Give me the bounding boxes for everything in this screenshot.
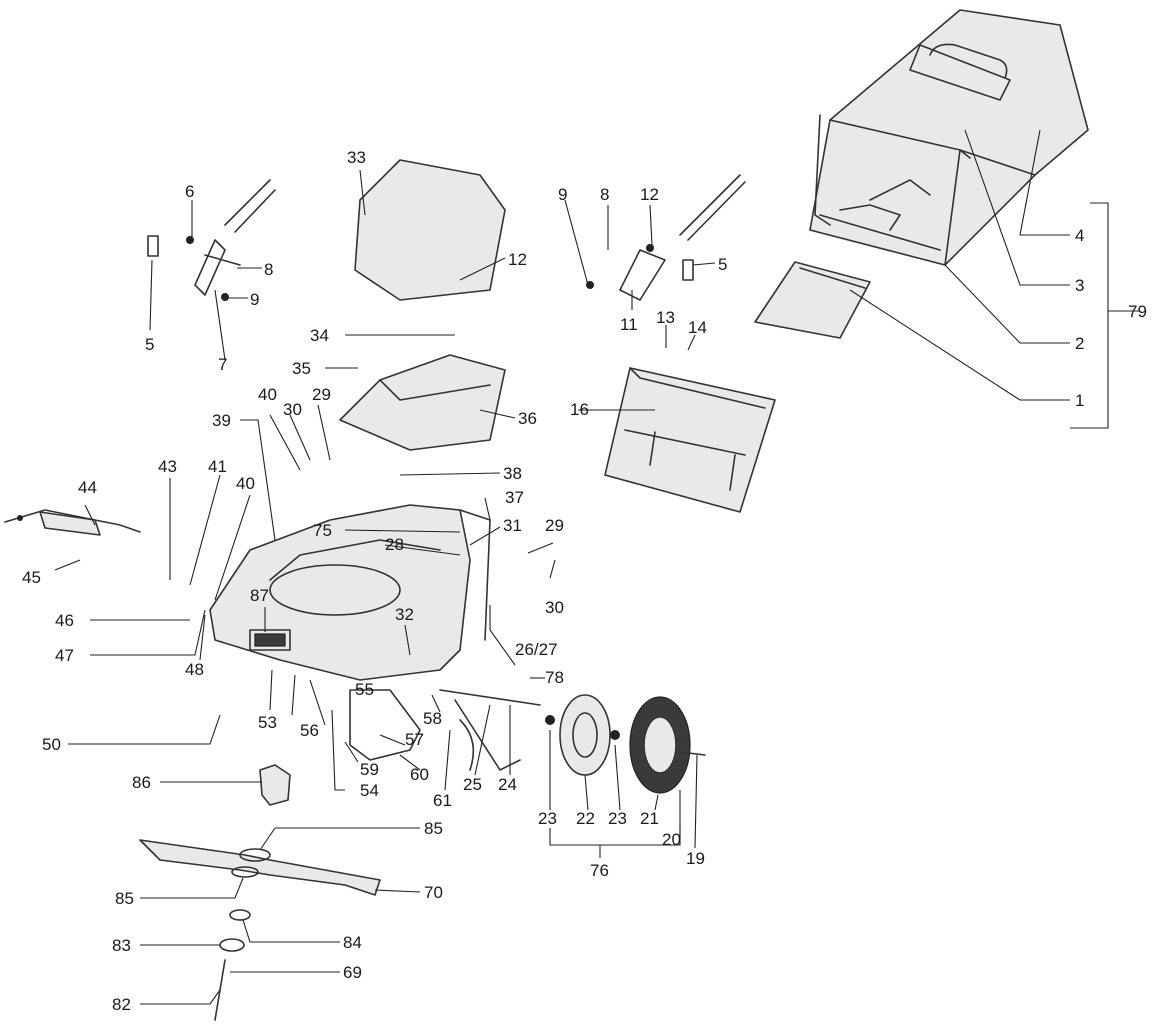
front-axle [4, 509, 141, 536]
leader-lines [54, 129, 1140, 1005]
callout-29b: 29 [545, 516, 564, 535]
callout-31: 31 [503, 516, 522, 535]
callout-38: 38 [503, 464, 522, 483]
callout-20: 20 [662, 830, 681, 849]
callout-13: 13 [656, 308, 675, 327]
callout-55: 55 [355, 680, 374, 699]
callout-50: 50 [42, 735, 61, 754]
callout-41: 41 [208, 457, 227, 476]
callout-16: 16 [570, 400, 589, 419]
callout-11: 11 [620, 315, 638, 334]
callout-85a: 85 [424, 819, 443, 838]
callout-37: 37 [505, 488, 524, 507]
callout-61: 61 [433, 791, 452, 810]
left-handle-bracket [147, 179, 276, 301]
callout-40a: 40 [258, 385, 277, 404]
mower-blade-icon [139, 764, 381, 1021]
callout-23b: 23 [608, 809, 627, 828]
callout-5b: 5 [718, 255, 727, 274]
callout-23a: 23 [538, 809, 557, 828]
callout-12a: 12 [508, 250, 527, 269]
callout-34: 34 [310, 326, 329, 345]
callout-84: 84 [343, 933, 362, 952]
callout-32: 32 [395, 605, 414, 624]
callout-53: 53 [258, 713, 277, 732]
callout-58: 58 [423, 709, 442, 728]
callout-82: 82 [112, 995, 131, 1014]
callout-29a: 29 [312, 385, 331, 404]
bag-group-bracket [1070, 202, 1109, 429]
callout-48: 48 [185, 660, 204, 679]
callout-14: 14 [688, 318, 707, 337]
callout-69: 69 [343, 963, 362, 982]
callout-3: 3 [1075, 276, 1084, 295]
rear-flap-frame [604, 367, 776, 513]
callout-43: 43 [158, 457, 177, 476]
callout-45: 45 [22, 568, 41, 587]
bag-frame [754, 261, 871, 339]
callout-1: 1 [1075, 391, 1084, 410]
callout-9b: 9 [558, 185, 567, 204]
callout-28: 28 [385, 535, 404, 554]
callout-24: 24 [498, 775, 517, 794]
callout-86: 86 [132, 773, 151, 792]
callout-87: 87 [250, 586, 269, 605]
callout-59: 59 [360, 760, 379, 779]
right-handle-bracket [586, 174, 746, 301]
callout-46: 46 [55, 611, 74, 630]
callout-57: 57 [405, 730, 424, 749]
wheel-icon [545, 694, 706, 794]
callout-4: 4 [1075, 226, 1084, 245]
callout-85b: 85 [115, 889, 134, 908]
callout-6: 6 [185, 182, 194, 201]
callout-56: 56 [300, 721, 319, 740]
callout-35: 35 [292, 359, 311, 378]
callout-12b: 12 [640, 185, 659, 204]
callout-8b: 8 [600, 185, 609, 204]
callout-21: 21 [640, 809, 659, 828]
callout-36: 36 [518, 409, 537, 428]
callout-54: 54 [360, 781, 379, 800]
grass-catcher-bag-icon [809, 9, 1089, 266]
callout-39: 39 [212, 411, 231, 430]
callout-60: 60 [410, 765, 429, 784]
callout-40b: 40 [236, 474, 255, 493]
callout-76: 76 [590, 861, 609, 880]
callout-8a: 8 [264, 260, 273, 279]
callout-19: 19 [686, 849, 705, 868]
callout-2: 2 [1075, 334, 1084, 353]
callout-30a: 30 [283, 400, 302, 419]
engine-cover [354, 159, 506, 301]
callout-44: 44 [78, 478, 97, 497]
callout-47: 47 [55, 646, 74, 665]
callout-79: 79 [1128, 302, 1147, 321]
rear-shroud [339, 354, 506, 451]
callout-70: 70 [424, 883, 443, 902]
rear-axle-assembly [349, 689, 541, 771]
callout-9a: 9 [250, 290, 259, 309]
callout-33: 33 [347, 148, 366, 167]
callout-26-27: 26/27 [515, 640, 558, 659]
callout-78: 78 [545, 668, 564, 687]
callout-83: 83 [112, 936, 131, 955]
callout-30b: 30 [545, 598, 564, 617]
callout-5a: 5 [145, 335, 154, 354]
callout-7: 7 [218, 355, 227, 374]
mower-deck-icon [209, 504, 491, 681]
callout-22: 22 [576, 809, 595, 828]
callout-labels: 1 2 3 4 79 16 13 14 11 12 8 9 5 6 8 9 5 … [22, 148, 1147, 1014]
callout-75: 75 [313, 521, 332, 540]
callout-25: 25 [463, 775, 482, 794]
